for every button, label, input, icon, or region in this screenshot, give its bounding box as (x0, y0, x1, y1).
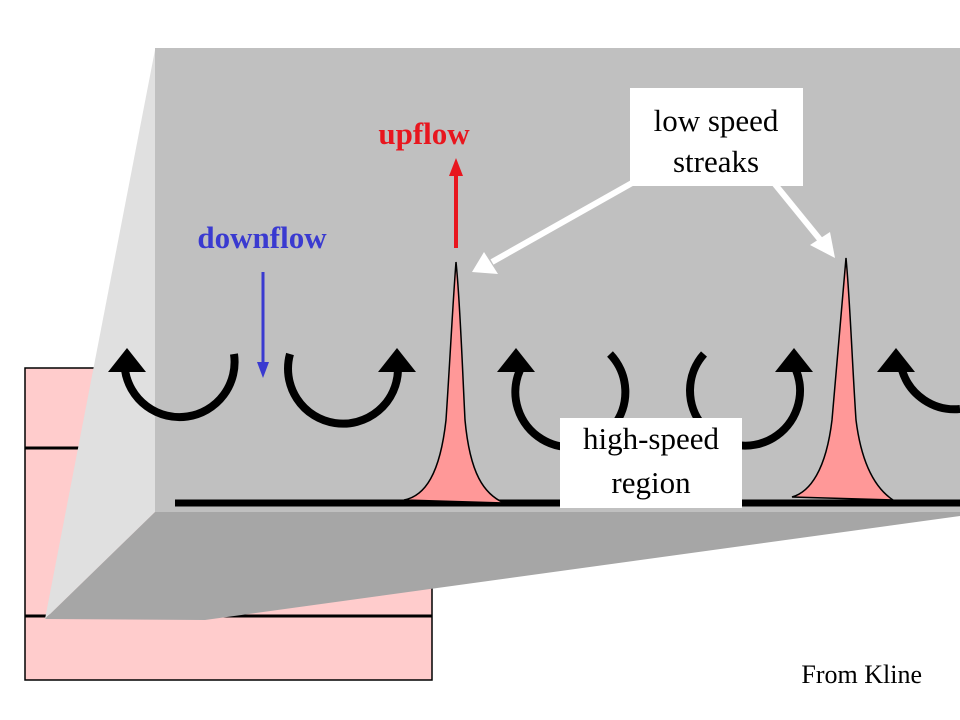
left-wall (45, 50, 155, 619)
upflow-label: upflow (378, 116, 470, 151)
streak-pointer-right (771, 181, 835, 258)
low-speed-streak-left (403, 261, 505, 504)
floor (45, 512, 960, 620)
downflow-arrow (257, 272, 269, 378)
low-speed-streaks-callout: low speed streaks (630, 88, 803, 186)
downflow-label: downflow (197, 220, 327, 255)
vortex-arrow-1 (108, 348, 239, 422)
streak-pointer-left (472, 180, 634, 274)
high-speed-region-callout: high-speed region (560, 418, 742, 508)
low-speed-label-line2: streaks (673, 144, 759, 179)
credit-label: From Kline (801, 660, 922, 689)
high-speed-label-line1: high-speed (583, 421, 720, 456)
low-speed-streak-right (791, 257, 896, 501)
high-speed-label-line2: region (611, 465, 691, 500)
vortex-arrow-2 (284, 348, 416, 428)
back-wall (155, 48, 960, 512)
low-speed-label-line1: low speed (654, 103, 779, 138)
vortex-arrow-5 (877, 348, 960, 414)
upflow-arrow (449, 158, 463, 248)
